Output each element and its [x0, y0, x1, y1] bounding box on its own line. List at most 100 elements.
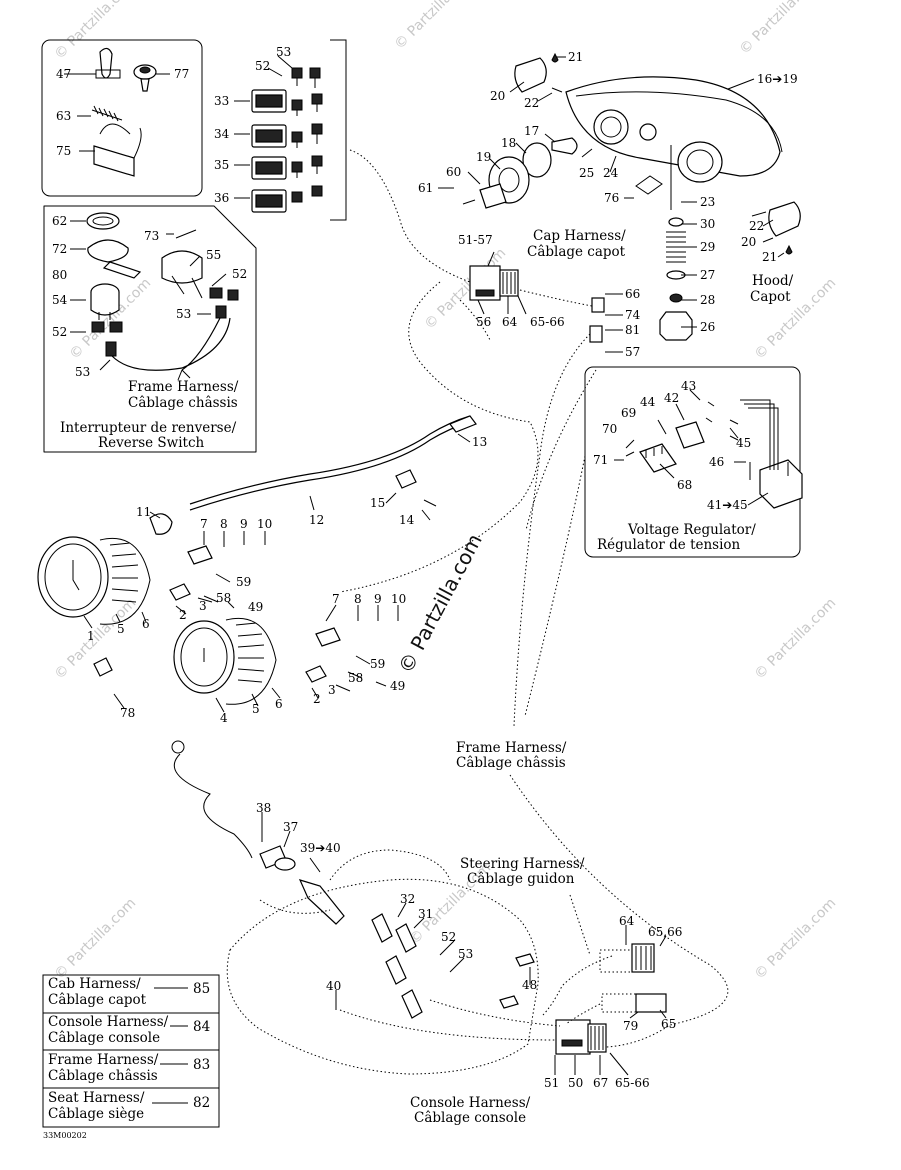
callout-label: 21	[568, 50, 583, 64]
callout-label: 10	[391, 592, 406, 606]
callout-label: 7	[332, 592, 340, 606]
legend-row-3-number: 83	[193, 1057, 210, 1073]
console-body	[226, 849, 539, 1075]
callout-label: 1	[87, 629, 95, 643]
watermark: © Partzilla.com	[392, 0, 480, 53]
voltage-regulator-label: Voltage Regulator/	[627, 522, 756, 538]
callout-label: 8	[354, 592, 362, 606]
bottom-connectors	[555, 943, 667, 1055]
callout-label: 2	[179, 608, 187, 622]
callout-label: 25	[579, 166, 594, 180]
watermark: © Partzilla.com	[737, 0, 825, 58]
callout-label: 10	[257, 517, 272, 531]
callout-label: 15	[370, 496, 385, 510]
leader-lines	[64, 55, 785, 1076]
cap-harness-label: Cap Harness/	[533, 228, 626, 244]
callout-label: 55	[206, 248, 221, 262]
callout-label: 65-66	[615, 1076, 650, 1090]
callout-label: 42	[664, 391, 679, 405]
callout-label: 51	[544, 1076, 559, 1090]
callout-label: 41➔45	[707, 498, 748, 512]
callout-label: 3	[199, 599, 207, 613]
callout-label: 79	[623, 1019, 638, 1033]
callout-label: 33	[214, 94, 229, 108]
callout-label: 37	[283, 820, 298, 834]
callout-label: 47	[56, 67, 71, 81]
console-harness-label: Console Harness/	[410, 1095, 531, 1111]
callout-label: 52	[52, 325, 67, 339]
watermark-center: © Partzilla.com	[393, 530, 487, 678]
callout-label: 51-57	[458, 233, 493, 247]
callout-label: 7	[200, 517, 208, 531]
hood-label: Hood/	[752, 273, 794, 289]
callout-label: 14	[399, 513, 415, 527]
callout-label: 9	[240, 517, 248, 531]
callout-label: 67	[593, 1076, 608, 1090]
callout-label: 36	[214, 191, 229, 205]
callout-label: 8	[220, 517, 228, 531]
callout-label: 35	[214, 158, 229, 172]
callout-label: 46	[709, 455, 724, 469]
callout-label: 75	[56, 144, 71, 158]
callout-label: 53	[276, 45, 291, 59]
legend-row-4-title: Seat Harness/	[48, 1090, 145, 1106]
console-harness-label-fr: Câblage console	[414, 1110, 526, 1126]
voltage-regulator-box	[584, 366, 803, 558]
callout-label: 49	[390, 679, 405, 693]
legend-row-1-title: Cab Harness/	[48, 976, 141, 992]
callout-label: 31	[418, 907, 433, 921]
callout-label: 30	[700, 217, 715, 231]
frame-harness-mid-label-fr: Câblage châssis	[456, 755, 566, 771]
callout-label: 50	[568, 1076, 583, 1090]
legend-row-1-subtitle: Câblage capot	[48, 992, 147, 1008]
frame-harness-mid-label: Frame Harness/	[456, 740, 567, 756]
callout-label: 23	[700, 195, 715, 209]
callout-label: 62	[52, 214, 67, 228]
callout-label: 9	[374, 592, 382, 606]
accessory-box	[41, 39, 203, 197]
hood-label-fr: Capot	[750, 289, 791, 305]
callout-label: 6	[275, 697, 283, 711]
reverse-switch-box	[43, 205, 257, 453]
callout-label: 71	[593, 453, 608, 467]
gauge-lower	[93, 617, 341, 705]
callout-label: 64	[502, 315, 518, 329]
callout-label: 32	[400, 892, 415, 906]
steering-harness-label-fr: Câblage guidon	[467, 871, 575, 887]
callout-label: 54	[52, 293, 68, 307]
legend-row-3-title: Frame Harness/	[48, 1052, 159, 1068]
callout-label: 65,66	[648, 925, 682, 939]
callout-label: 63	[56, 109, 71, 123]
callout-label: 59	[370, 657, 385, 671]
callout-label: 11	[136, 505, 151, 519]
callout-label: 12	[309, 513, 324, 527]
callout-label: 17	[524, 124, 539, 138]
legend-row-1-number: 85	[193, 981, 210, 997]
legend-row-4-subtitle: Câblage siège	[48, 1106, 144, 1122]
routing-wires	[339, 149, 729, 1048]
callout-label: 3	[328, 683, 336, 697]
callout-label: 53	[75, 365, 90, 379]
callout-label: 20	[490, 89, 505, 103]
callout-label: 65	[661, 1017, 676, 1031]
legend-row-2-number: 84	[193, 1019, 210, 1035]
steering-harness-label: Steering Harness/	[460, 856, 585, 872]
callout-label: 28	[700, 293, 715, 307]
callout-label: 38	[256, 801, 271, 815]
callout-label: 80	[52, 268, 67, 282]
callout-label: 2	[313, 692, 321, 706]
legend-row-2-subtitle: Câblage console	[48, 1030, 160, 1046]
callout-label: 26	[700, 320, 715, 334]
cap-harness-connectors	[469, 265, 605, 343]
lanyard-switch	[171, 740, 345, 925]
callout-label: 72	[52, 242, 67, 256]
callout-label: 18	[501, 136, 516, 150]
callout-label: 16➔19	[757, 72, 798, 86]
callout-label: 64	[619, 914, 635, 928]
callout-label: 22	[524, 96, 539, 110]
callout-label: 69	[621, 406, 636, 420]
callout-label: 48	[522, 978, 537, 992]
callout-label: 52	[441, 930, 456, 944]
callout-label: 27	[700, 268, 715, 282]
